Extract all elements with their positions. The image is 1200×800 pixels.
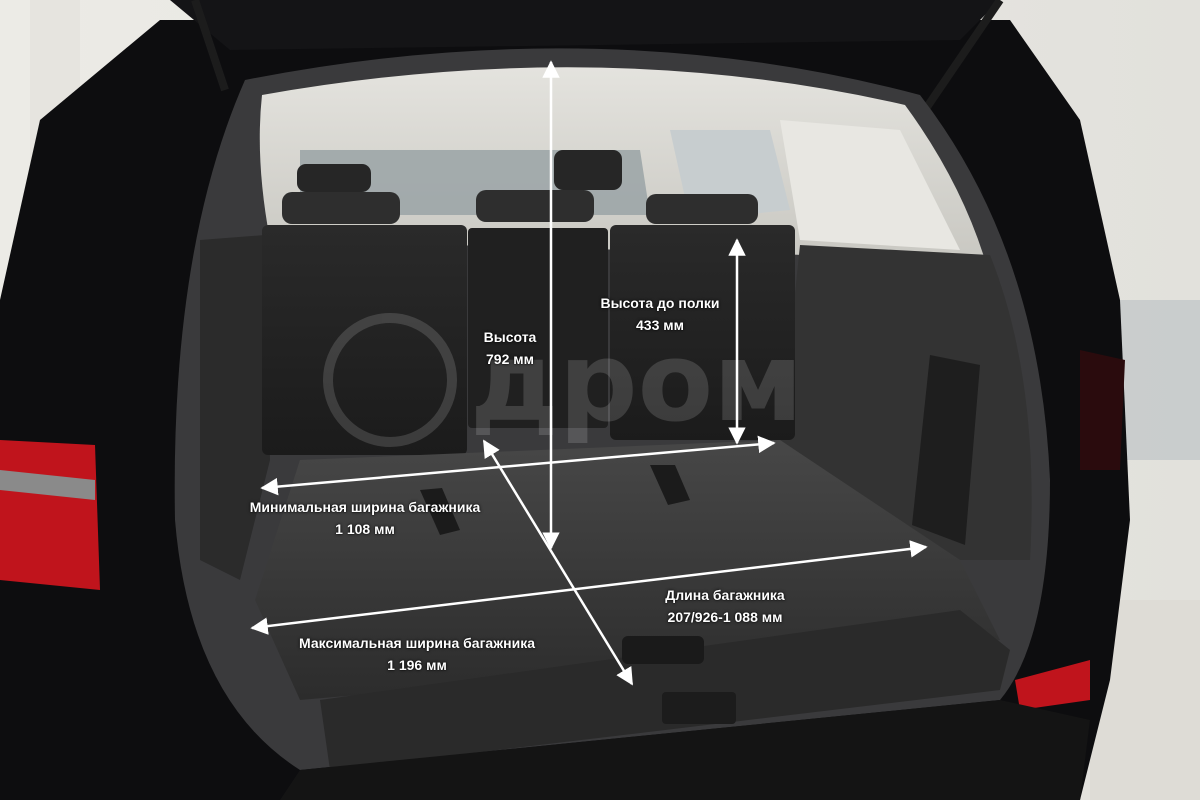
max-width-label: Максимальная ширина багажника 1 196 мм	[262, 632, 572, 676]
gas-strut-right	[921, 0, 1004, 113]
length-label-value: 207/926-1 088 мм	[667, 609, 783, 625]
left-side-wall	[200, 235, 270, 580]
floor-handle	[622, 636, 704, 664]
max-width-label-value: 1 196 мм	[387, 657, 447, 673]
svg-text:дром: дром	[470, 318, 803, 446]
side-panel-light	[780, 120, 960, 250]
tailgate	[170, 0, 1000, 50]
gas-strut-left	[191, 0, 229, 92]
min-width-label-value: 1 108 мм	[335, 521, 395, 537]
height-label-title: Высота	[483, 329, 537, 345]
front-headrest-right	[554, 150, 622, 190]
shelf-height-label-value: 433 мм	[636, 317, 684, 333]
max-width-label-title: Максимальная ширина багажника	[299, 635, 535, 651]
length-label-title: Длина багажника	[665, 587, 785, 603]
showroom-shelf	[1120, 300, 1200, 460]
shelf-height-label: Высота до полки 433 мм	[580, 292, 740, 336]
latch	[662, 692, 736, 724]
rear-sill-trim	[320, 610, 1010, 770]
headrest-left	[282, 192, 400, 224]
tail-light-left-chrome	[0, 470, 95, 500]
shelf-height-label-title: Высота до полки	[600, 295, 720, 311]
tail-light-right	[1015, 660, 1090, 710]
height-label-value: 792 мм	[486, 351, 534, 367]
min-width-label: Минимальная ширина багажника 1 108 мм	[200, 496, 530, 540]
side-vent-grille	[912, 355, 980, 545]
rear-bumper	[280, 700, 1090, 800]
min-width-label-title: Минимальная ширина багажника	[249, 499, 481, 515]
seat-back-right	[610, 225, 795, 440]
tie-down-strap	[420, 488, 460, 535]
length-label: Длина багажника 207/926-1 088 мм	[625, 584, 825, 628]
seat-back-center	[468, 228, 608, 428]
tail-light-right-upper	[1080, 350, 1125, 470]
front-headrest-left	[297, 164, 371, 192]
max-width-arrow	[250, 540, 928, 635]
height-label: Высота 792 мм	[470, 326, 550, 370]
watermark-logo: дром	[323, 313, 803, 447]
seat-back-left	[262, 225, 467, 455]
headrest-center	[476, 190, 594, 222]
headrest-right	[646, 194, 758, 224]
tail-light-left	[0, 440, 100, 590]
